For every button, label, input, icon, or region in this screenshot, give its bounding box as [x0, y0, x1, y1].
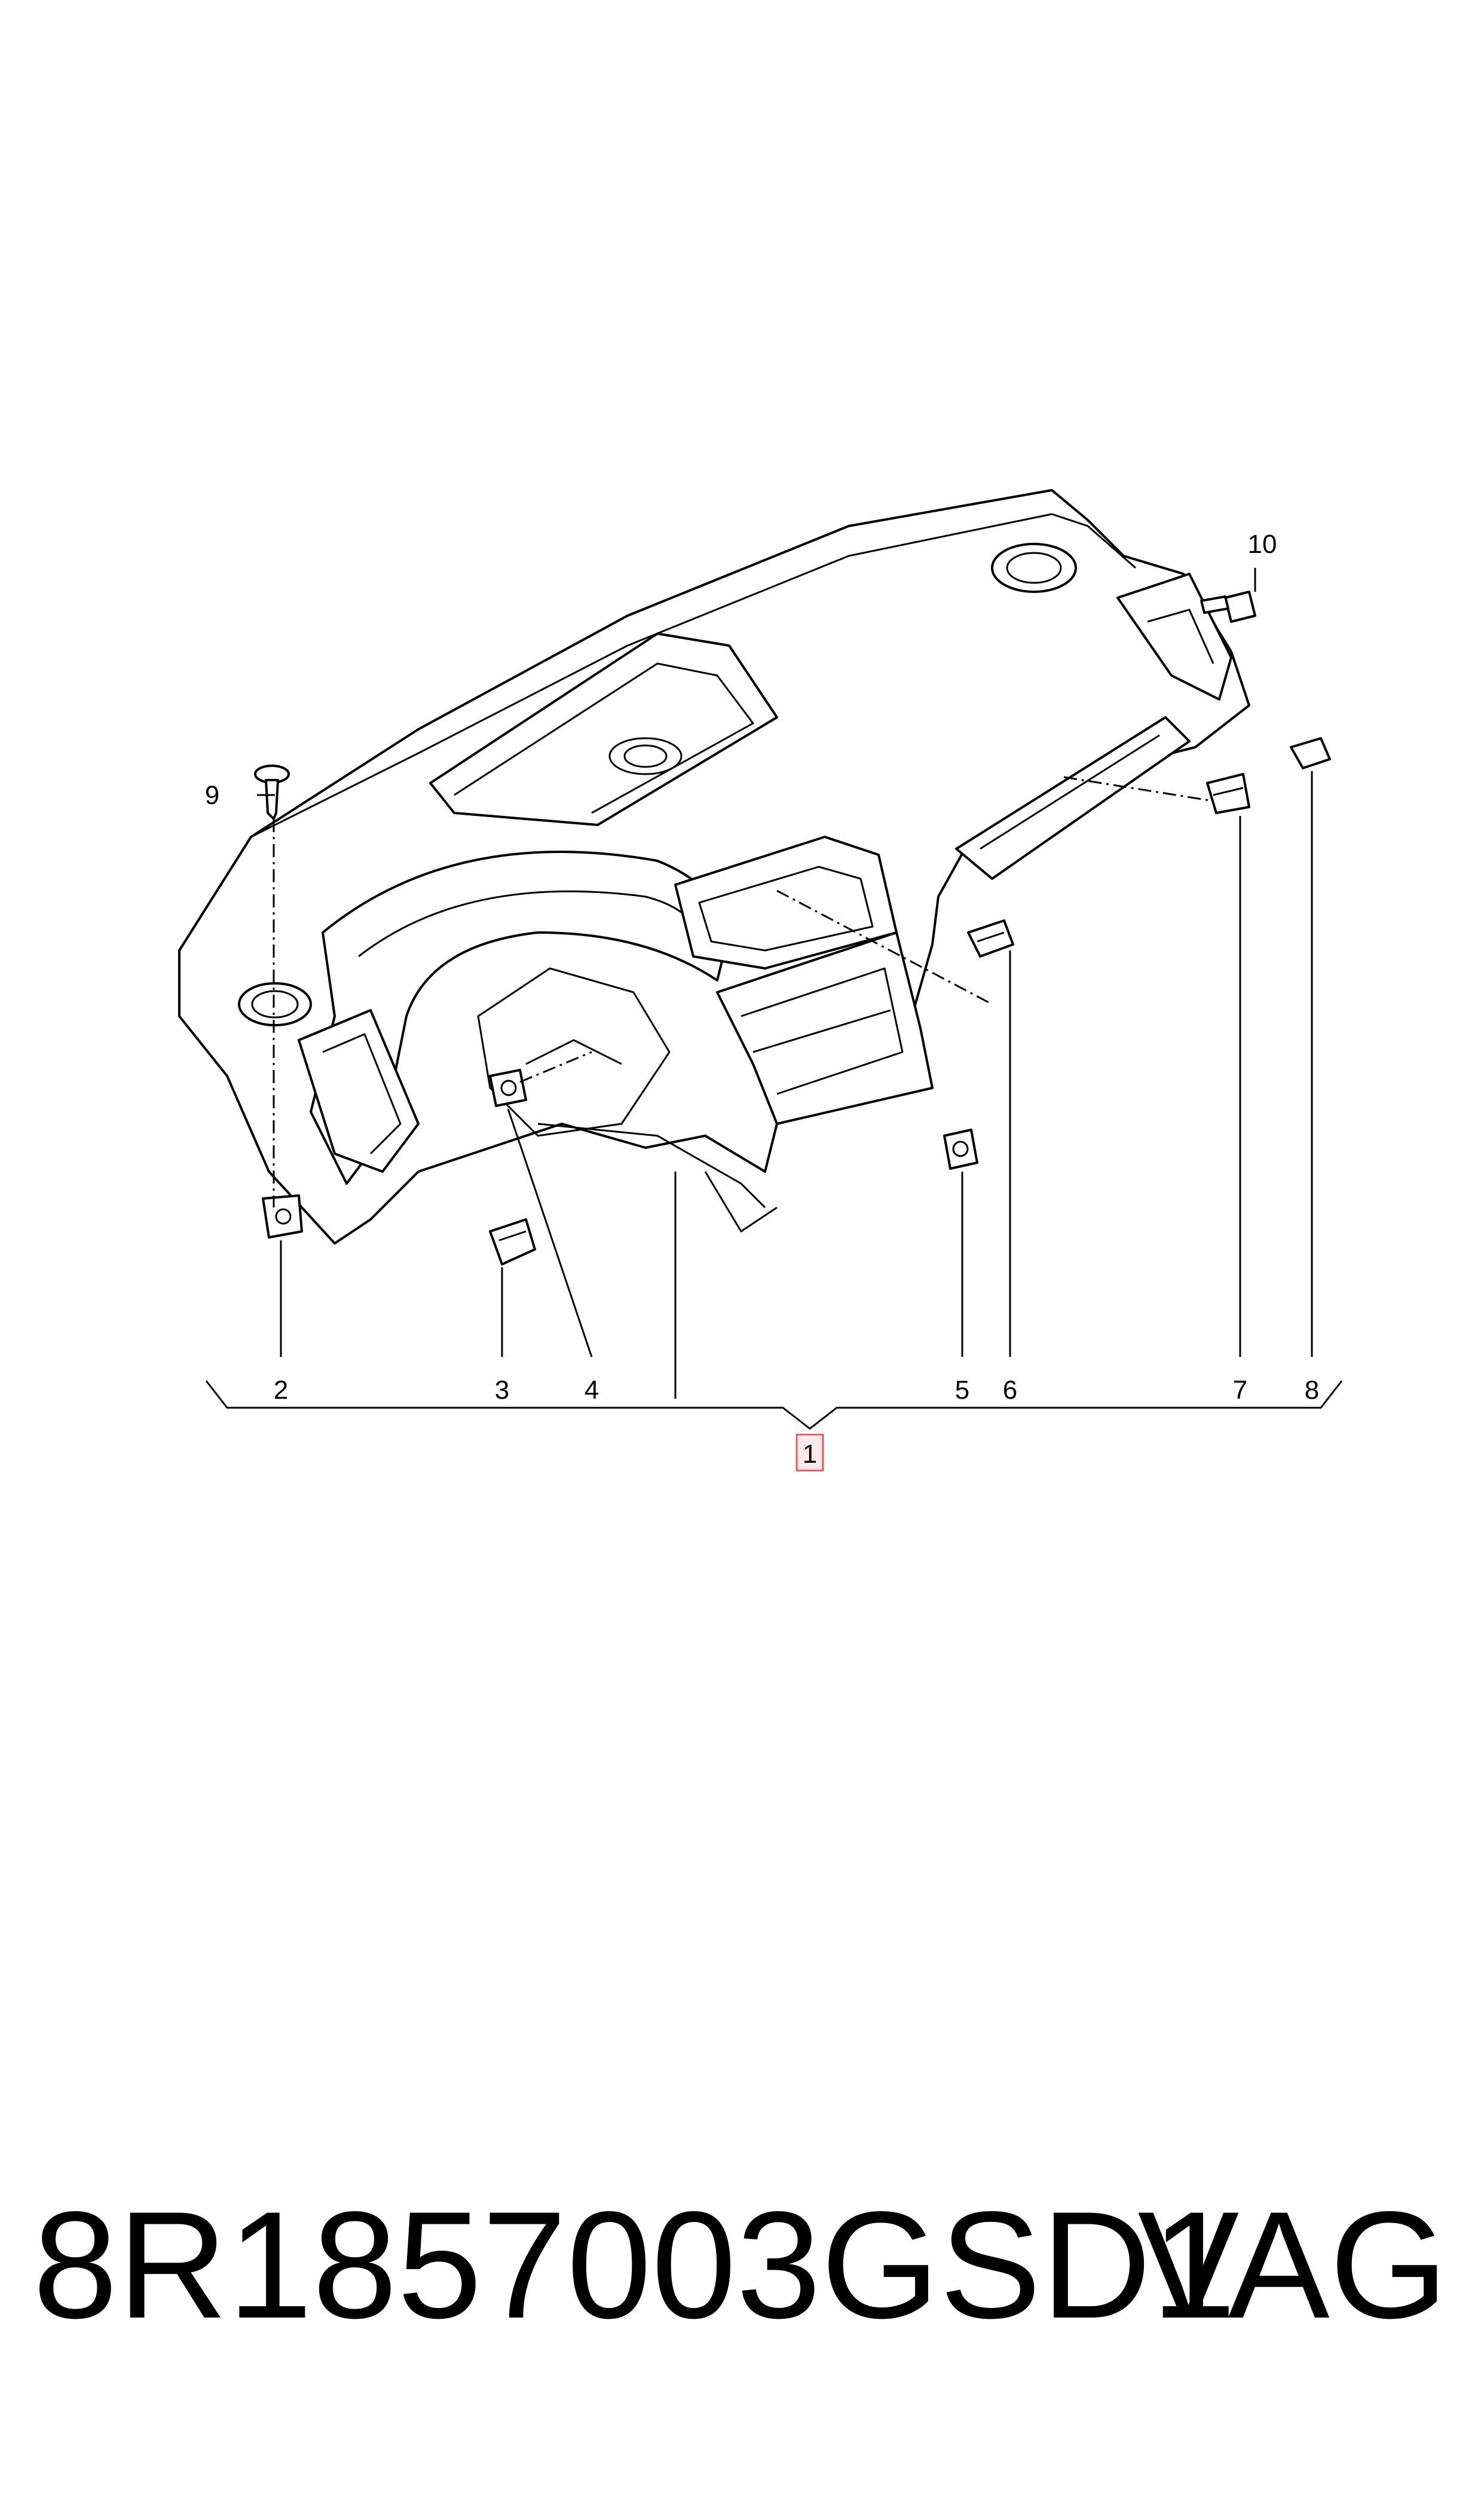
part-4-clip	[489, 1069, 527, 1107]
part-9-screw	[254, 765, 290, 820]
callout-9: 9	[205, 781, 219, 810]
leader-lines	[205, 568, 1343, 1430]
part-10-bolt	[1200, 591, 1256, 623]
part-number: 8R1857003GSD1	[33, 2180, 1237, 2350]
callout-8: 8	[1305, 1375, 1319, 1405]
assembly-line-6	[776, 889, 993, 1005]
callout-3: 3	[495, 1375, 509, 1405]
dashboard-panel	[178, 489, 1250, 1245]
callout-1-highlight[interactable]: 1	[795, 1433, 824, 1472]
part-6-clip	[967, 919, 1014, 958]
part-8-nut	[1290, 737, 1331, 769]
assembly-line-4	[519, 1051, 592, 1083]
brand-label: VAG	[1137, 2180, 1448, 2350]
part-3-clip	[489, 1218, 536, 1265]
assembly-line-7	[1063, 776, 1214, 802]
footer: 8R1857003GSD1 VAG	[0, 2176, 1484, 2355]
callout-4: 4	[585, 1375, 599, 1405]
callout-6: 6	[1003, 1375, 1017, 1405]
exploded-parts-diagram: 2 3 4 5 6 7 8 9 10 1	[178, 489, 1343, 1472]
part-7-clip	[1206, 773, 1250, 814]
callout-7: 7	[1233, 1375, 1247, 1405]
callout-1: 1	[803, 1439, 817, 1469]
part-5-clip	[943, 1129, 978, 1170]
callout-10: 10	[1248, 530, 1277, 559]
callout-2: 2	[274, 1375, 288, 1405]
part-2-clip	[262, 1194, 303, 1239]
callout-5: 5	[955, 1375, 969, 1405]
